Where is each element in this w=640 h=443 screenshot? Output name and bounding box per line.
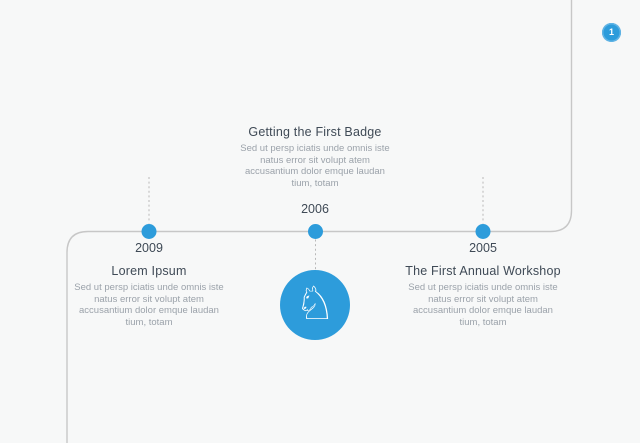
slide-number-label: 1 [608,27,614,37]
timeline-event-2006: Getting the First Badge Sed ut persp ici… [215,124,415,218]
timeline-path [66,0,573,443]
event-description: Sed ut persp iciatis unde omnis iste nat… [408,282,558,328]
event-description: Sed ut persp iciatis unde omnis iste nat… [240,143,390,189]
event-year: 2009 [135,241,163,255]
milestone-icon-circle: ♘ [280,270,350,340]
chess-knight-icon: ♘ [294,276,336,330]
timeline-dot-2009 [141,224,157,239]
event-title: Getting the First Badge [248,125,382,139]
timeline-dot-2006 [308,224,323,239]
event-description: Sed ut persp iciatis unde omnis iste nat… [74,282,224,328]
event-title: Lorem Ipsum [111,264,187,278]
timeline-event-2005: 2005 The First Annual Workshop Sed ut pe… [383,240,583,328]
timeline-event-2009: 2009 Lorem Ipsum Sed ut persp iciatis un… [49,240,249,328]
slide-number-badge[interactable]: 1 [602,23,621,42]
event-year: 2006 [301,202,329,216]
timeline-dot-2005 [475,224,491,239]
event-year: 2005 [469,241,497,255]
event-title: The First Annual Workshop [405,264,561,278]
